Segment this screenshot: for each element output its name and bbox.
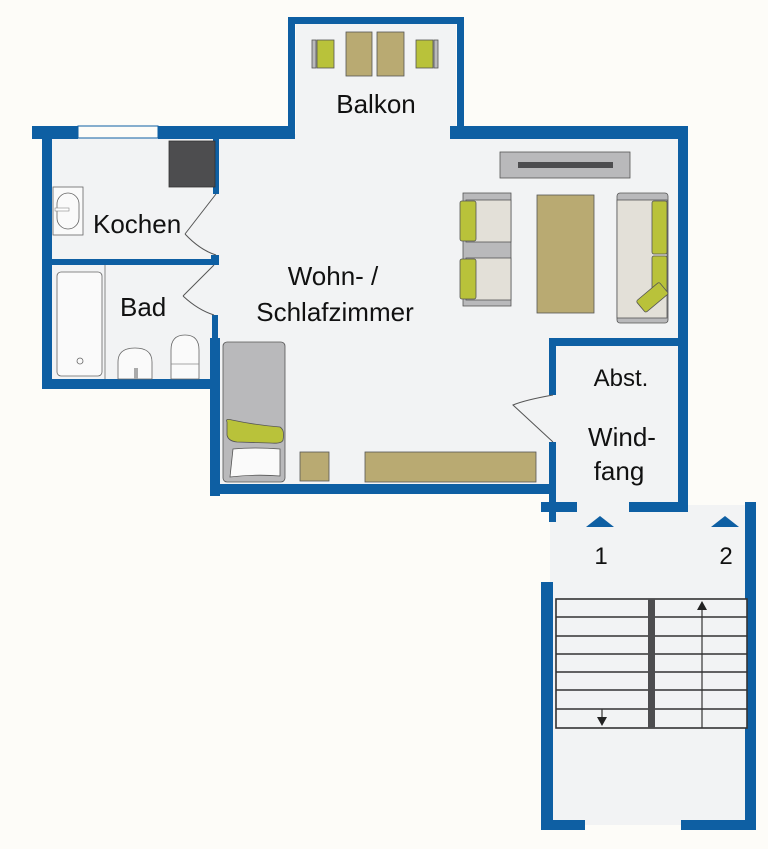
staircase xyxy=(555,598,748,729)
wardrobe xyxy=(364,451,537,483)
windfang-door-icon xyxy=(512,394,554,443)
bed xyxy=(222,341,286,483)
chair-left-back xyxy=(311,39,317,69)
room-label-kochen: Kochen xyxy=(93,209,181,239)
kitchen-sink xyxy=(52,186,84,236)
coffee-table xyxy=(536,194,595,314)
stove xyxy=(168,140,216,188)
down-arrow-icon xyxy=(597,717,607,726)
armchairs xyxy=(459,192,512,307)
corner-sofa xyxy=(616,192,669,324)
entrance-2-arrow-icon xyxy=(711,516,739,527)
chair-right-back xyxy=(433,39,439,69)
room-label-windfang-line2: fang xyxy=(594,456,645,486)
room-label-wohn-line2: Schlafzimmer xyxy=(256,297,414,327)
room-label-wohn-line1: Wohn- / xyxy=(288,261,379,291)
balcony-furniture xyxy=(311,31,439,77)
room-label-bad: Bad xyxy=(120,292,166,322)
chair-left xyxy=(316,39,335,69)
table-left xyxy=(345,31,373,77)
nightstand xyxy=(299,451,330,482)
room-label-windfang-line1: Wind- xyxy=(588,422,656,452)
entrance-label-2: 2 xyxy=(719,543,732,570)
window xyxy=(77,125,159,139)
toilet xyxy=(170,334,200,380)
walls xyxy=(32,17,756,830)
up-arrow-icon xyxy=(697,601,707,610)
chair-right xyxy=(415,39,434,69)
entrance-label-1: 1 xyxy=(594,543,607,570)
tv-sideboard xyxy=(499,151,631,179)
room-label-abst: Abst. xyxy=(594,365,649,392)
table-right xyxy=(376,31,405,77)
entrance-1-arrow-icon xyxy=(586,516,614,527)
room-label-balkon: Balkon xyxy=(336,89,416,119)
kitchen-door-icon xyxy=(184,193,217,256)
bath-door-icon xyxy=(182,264,215,316)
bathtub xyxy=(56,271,103,377)
bath-sink xyxy=(117,347,153,380)
windfang-floor xyxy=(556,345,678,505)
